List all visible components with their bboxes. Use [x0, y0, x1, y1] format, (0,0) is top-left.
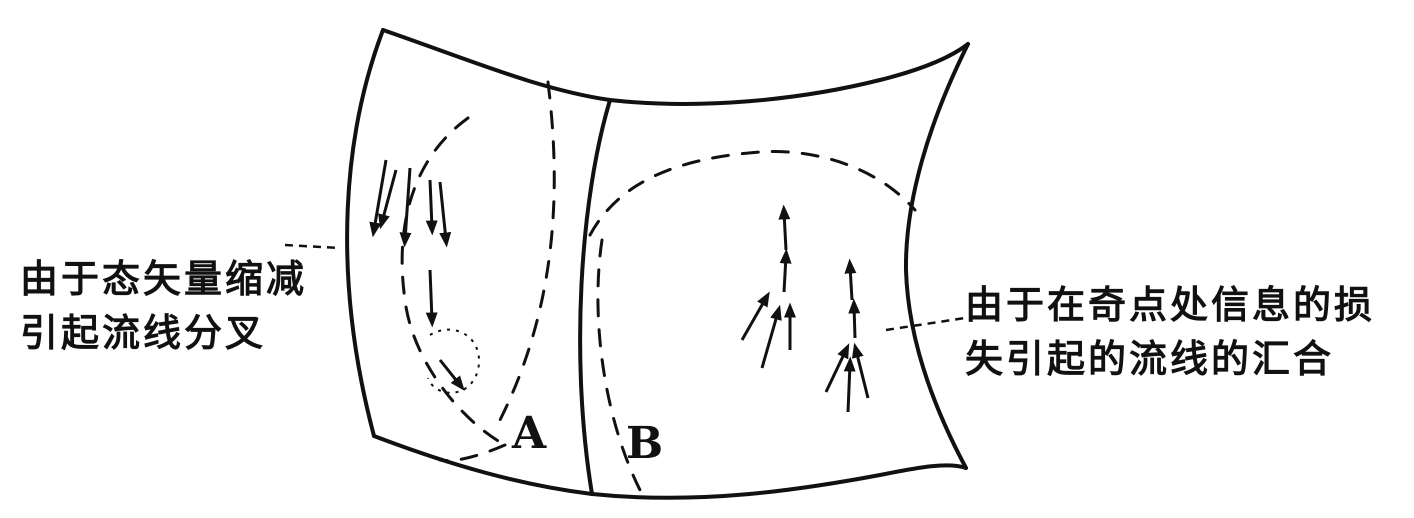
sheet-top-edge	[381, 28, 970, 106]
right-caption-line: 由于在奇点处信息的损	[965, 283, 1376, 327]
branch-arrow	[425, 269, 438, 328]
pointer-left	[284, 243, 341, 250]
dashed-circle-right	[588, 150, 917, 237]
merge-arrow	[760, 304, 782, 369]
sheet-bottom-edge	[372, 434, 968, 500]
merge-arrow	[779, 248, 792, 293]
left-caption-line: 由于态矢量缩减	[20, 257, 308, 301]
left-caption-line: 引起流线分叉	[20, 311, 267, 355]
branch-arrow	[369, 159, 388, 238]
caption-pointers	[284, 243, 966, 332]
right-caption-line: 失引起的流线的汇合	[965, 337, 1335, 381]
sheet-left-edge	[345, 28, 385, 438]
branch-arrow	[438, 181, 452, 248]
branch-arrow	[378, 169, 398, 230]
merge-arrow	[824, 343, 850, 393]
dotted-singularity-loop	[427, 328, 481, 394]
merge-arrow	[778, 204, 791, 251]
region-label-a: A	[512, 408, 547, 459]
boundary-between-a-and-b	[578, 98, 612, 496]
dashed-circles	[400, 80, 917, 492]
merge-arrow	[740, 291, 770, 341]
region-label-b: B	[626, 418, 664, 469]
left-caption: 由于态矢量缩减 引起流线分叉	[20, 252, 307, 360]
curved-sheet-outline	[345, 28, 970, 500]
dashed-arc-b-inner	[596, 238, 642, 492]
pointer-right	[885, 316, 966, 332]
merge-arrow	[843, 356, 856, 413]
merge-arrow	[844, 258, 857, 301]
right-caption: 由于在奇点处信息的损 失引起的流线的汇合	[965, 278, 1375, 386]
sheet-right-edge	[903, 42, 970, 470]
branch-arrow	[425, 179, 438, 236]
branch-arrow	[399, 167, 412, 248]
branching-arrows	[369, 159, 465, 391]
merge-arrow	[848, 298, 861, 339]
dashed-arc-a-inner	[498, 80, 556, 422]
merging-arrows	[740, 204, 870, 413]
dashed-circle-left	[400, 116, 507, 463]
merge-arrow	[851, 342, 870, 399]
branch-arrow	[438, 359, 465, 391]
